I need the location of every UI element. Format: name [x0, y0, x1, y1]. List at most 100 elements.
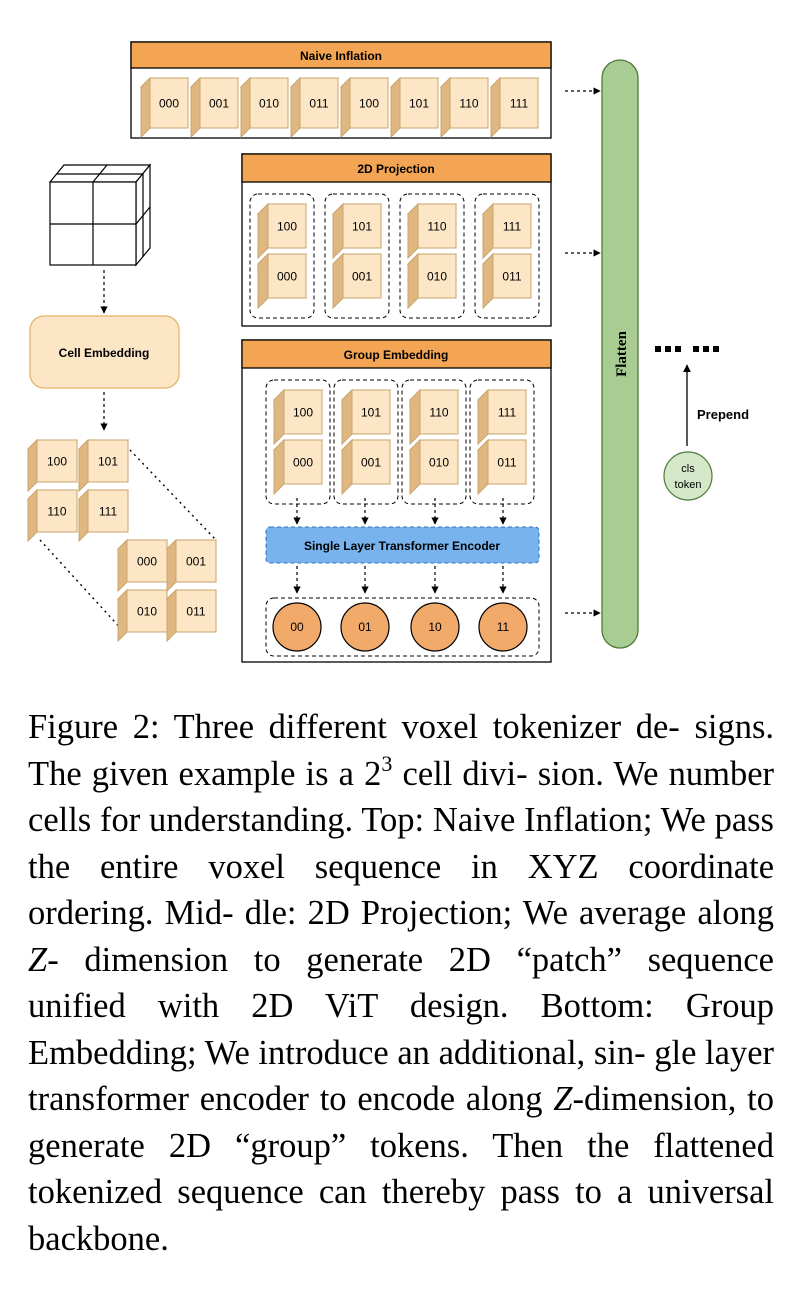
voxel-cell: 100 — [256, 202, 308, 260]
voxel-cell: 000 — [256, 252, 308, 310]
caption-line: dimension to generate 2D “patch” sequenc… — [84, 940, 774, 979]
voxel-cell-face — [299, 77, 339, 129]
voxel-cell-face — [283, 439, 323, 485]
voxel-cell: 000 — [116, 538, 169, 593]
voxel-cell-face — [175, 589, 217, 633]
voxel-cell-label: 010 — [429, 455, 449, 469]
voxel-cell: 011 — [481, 252, 533, 310]
voxel-cell: 010 — [116, 588, 169, 643]
voxel-cell: 010 — [408, 438, 460, 496]
voxel-cell: 100 — [26, 438, 79, 493]
cell-group-outline — [401, 379, 467, 505]
cell-embedding-label: Cell Embedding — [59, 346, 150, 360]
caption-line: - — [47, 940, 59, 979]
projection-2d-title: 2D Projection — [357, 162, 434, 176]
caption-line: gle layer transformer encoder to encode … — [28, 1033, 774, 1119]
voxel-cell-face — [149, 77, 189, 129]
output-token-dots — [655, 346, 719, 352]
voxel-cell-label: 111 — [498, 405, 517, 419]
caption-line: Then the flattened tokenized sequence ca… — [28, 1126, 774, 1212]
voxel-cell-label: 111 — [503, 219, 522, 233]
group-embedding-header — [241, 339, 552, 369]
voxel-cell: 011 — [289, 76, 340, 139]
caption-line: sion. We number cells for understanding. — [28, 754, 775, 840]
voxel-cell-label: 000 — [159, 96, 179, 110]
voxel-cell-face — [487, 389, 527, 435]
cell-group-outline — [249, 193, 315, 319]
voxel-cell-label: 000 — [137, 554, 157, 568]
voxel-cell-face — [492, 203, 532, 249]
group-token — [478, 602, 528, 652]
voxel-cell-label: 100 — [277, 219, 297, 233]
group-token-label: 10 — [428, 620, 442, 634]
projection-2d-header — [241, 153, 552, 183]
cell-group-outline — [469, 379, 535, 505]
voxel-cell-face — [342, 253, 382, 299]
cell-group-outline — [324, 193, 390, 319]
voxel-cell: 101 — [389, 76, 440, 139]
voxel-cell-label: 100 — [47, 454, 67, 468]
prepend-label: Prepend — [697, 407, 749, 422]
voxel-cell-label: 001 — [186, 554, 206, 568]
voxel-cell-face — [499, 77, 539, 129]
voxel-cell-face — [342, 203, 382, 249]
voxel-cell-label: 100 — [359, 96, 379, 110]
voxel-cell-label: 101 — [98, 454, 118, 468]
voxel-cell-label: 001 — [352, 269, 372, 283]
caption-line: Figure 2: Three different voxel tokenize… — [28, 708, 680, 746]
caption-line: Embedding; We introduce an additional, s… — [28, 1033, 646, 1072]
figure-caption: Figure 2: Three different voxel tokenize… — [28, 704, 774, 1262]
naive-inflation-title: Naive Inflation — [300, 49, 382, 63]
voxel-cell-label: 110 — [429, 405, 448, 419]
caption-superscript: 3 — [381, 750, 393, 776]
voxel-cell-face — [199, 77, 239, 129]
voxel-cell-face — [487, 439, 527, 485]
voxel-cell: 110 — [406, 202, 458, 260]
voxel-cell-label: 101 — [361, 405, 381, 419]
group-token — [272, 602, 322, 652]
cls-token-label-line2: token — [675, 479, 702, 491]
voxel-cell-face — [492, 253, 532, 299]
group-embedding-panel: Group Embedding 100000101001110010111011… — [241, 339, 552, 663]
cell-group-outline — [333, 379, 399, 505]
voxel-cell: 101 — [77, 438, 130, 493]
voxel-cell-label: 000 — [293, 455, 313, 469]
naive-inflation-header — [130, 41, 552, 69]
cell-embedding-box — [29, 315, 180, 389]
voxel-cell-label: 010 — [427, 269, 447, 283]
voxel-cell: 111 — [489, 76, 540, 139]
group-token-label: 11 — [497, 620, 510, 634]
voxel-cell: 000 — [139, 76, 190, 139]
voxel-cell: 001 — [189, 76, 240, 139]
cls-token — [663, 451, 713, 501]
voxel-cell-face — [87, 489, 129, 533]
transformer-encoder-box — [265, 526, 540, 564]
voxel-cube-icon — [48, 163, 152, 267]
voxel-cell-face — [283, 389, 323, 435]
voxel-cell-label: 101 — [409, 96, 429, 110]
group-token — [410, 602, 460, 652]
voxel-cell: 001 — [340, 438, 392, 496]
caption-line: signs. The given example is a 2 — [28, 708, 774, 793]
voxel-cell-face — [419, 389, 459, 435]
caption-line: Top: Naive Inflation; We pass the entire… — [28, 801, 774, 886]
voxel-cell-label: 110 — [427, 219, 446, 233]
voxel-cell-label: 100 — [293, 405, 313, 419]
caption-line: cell divi- — [392, 754, 528, 793]
voxel-cell: 001 — [165, 538, 218, 593]
flatten-label: Flatten — [614, 330, 630, 376]
voxel-cell-face — [175, 539, 217, 583]
voxel-cell: 101 — [340, 388, 392, 446]
voxel-cell-label: 001 — [361, 455, 381, 469]
caption-line: thereby pass to a universal backbone. — [28, 1173, 774, 1258]
voxel-cell-label: 011 — [502, 269, 521, 283]
voxel-cell-face — [349, 77, 389, 129]
voxel-cell: 110 — [26, 488, 79, 543]
voxel-cell: 110 — [408, 388, 460, 446]
caption-line: -dimension, to generate 2D “group” token… — [28, 1080, 774, 1165]
voxel-cell: 110 — [439, 76, 490, 139]
voxel-cell-face — [351, 389, 391, 435]
caption-line: sequence in XYZ coordinate ordering. Mid… — [28, 847, 775, 933]
